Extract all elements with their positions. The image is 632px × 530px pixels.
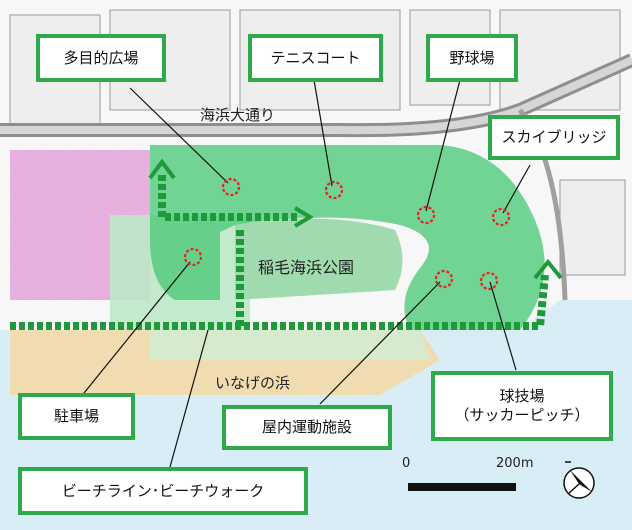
callout-indoor-sports-facility: 屋内運動施設 xyxy=(222,405,392,450)
callout-parking: 駐車場 xyxy=(18,393,135,440)
scale-bar xyxy=(408,483,516,491)
walking-route xyxy=(10,175,549,330)
callout-ball-field: 球技場 （サッカーピッチ） xyxy=(431,371,613,441)
north-arrow-icon xyxy=(563,461,595,499)
park-green-area xyxy=(150,145,545,330)
park-name-label: 稲毛海浜公園 xyxy=(258,258,355,277)
callout-baseball-field: 野球場 xyxy=(426,34,518,82)
facility-markers xyxy=(183,177,511,291)
scale-start-label: 0 xyxy=(402,456,411,471)
leader-lines xyxy=(79,79,531,468)
callout-multipurpose-square: 多目的広場 xyxy=(36,34,166,82)
road-label: 海浜大通り xyxy=(200,106,276,124)
beach-label: いなげの浜 xyxy=(215,374,291,392)
callout-beach-line-walk: ビーチライン･ビーチウォーク xyxy=(18,467,308,515)
scale-end-label: 200m xyxy=(496,456,534,471)
callout-tennis-court: テニスコート xyxy=(248,34,383,82)
callout-sky-bridge: スカイブリッジ xyxy=(488,115,620,160)
route-arrows xyxy=(148,158,563,280)
